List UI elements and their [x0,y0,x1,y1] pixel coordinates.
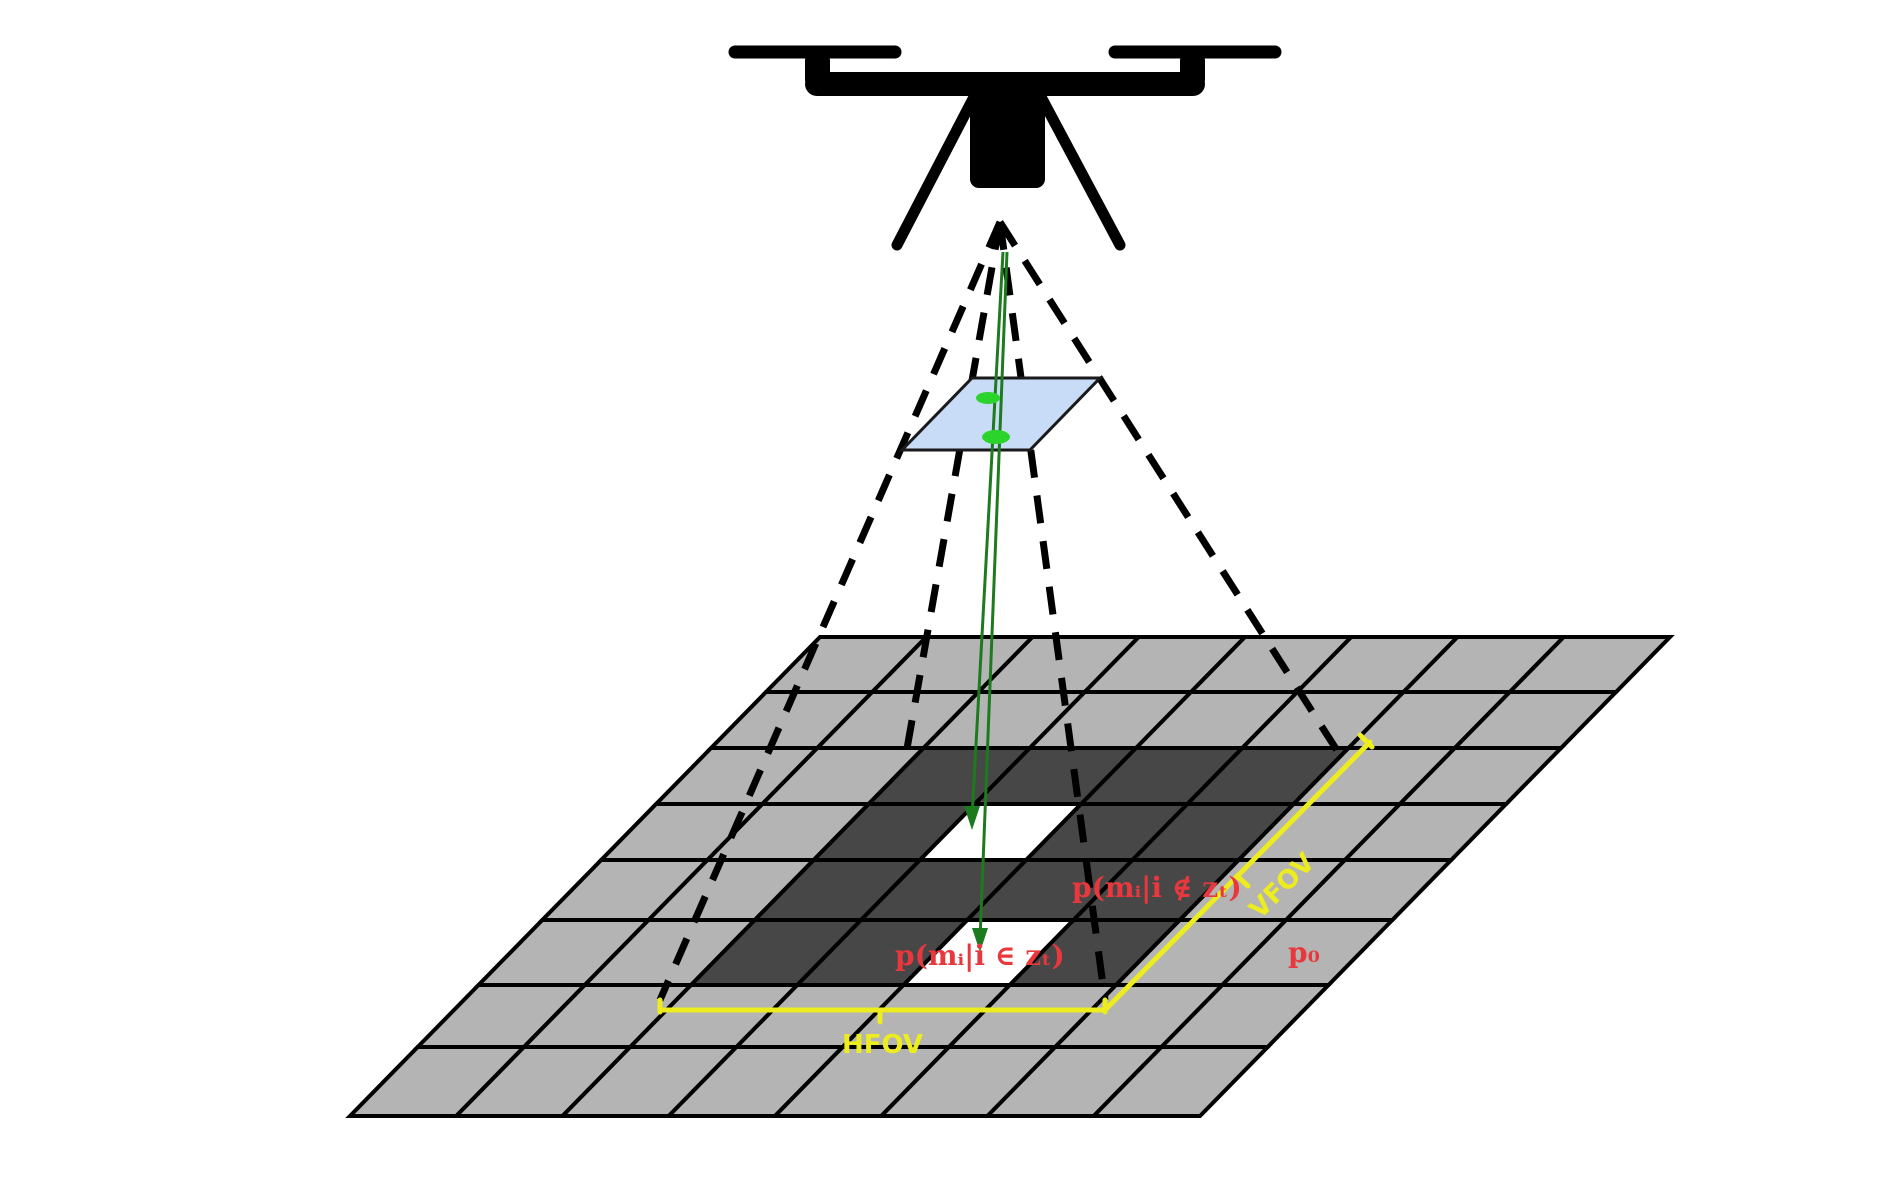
ray-arrowhead-2 [972,928,988,952]
fov-brackets [657,732,1375,1025]
quadcopter-drone-icon [728,45,1282,251]
vfov-bracket-center-tick [1234,873,1251,889]
ray-hit-point-1 [976,392,1000,404]
hfov-label: HFOV [842,1030,923,1060]
ray-1 [970,251,1005,819]
prob-occupied-right-label: p(mᵢ|i ∉ zₜ) [1072,871,1242,904]
landing-leg-right [1034,89,1126,251]
fov-frustum [656,220,1341,1002]
prior-probability-label: p₀ [1288,936,1320,969]
frustum-line-left [656,220,1004,1002]
ray-2 [978,251,1009,941]
drone-arm-bar [805,72,1205,96]
ray-arrowhead-1 [964,806,980,830]
grid-cell [1088,1045,1273,1118]
projection-rays [970,251,1009,941]
landing-leg-left [891,89,981,251]
frustum-line-right [997,220,1341,754]
vfov-bracket-end-top [1357,732,1375,750]
ray-hit-point-2 [982,430,1010,444]
ray-plane-intersections [976,392,1010,444]
frustum-line-mid-right [996,221,1109,1001]
occupancy-grid [345,635,1675,1118]
prob-occupied-center-label: p(mᵢ|i ∈ zₜ) [895,939,1065,972]
drone-camera-body [970,90,1045,188]
ray-arrowheads [964,806,988,952]
